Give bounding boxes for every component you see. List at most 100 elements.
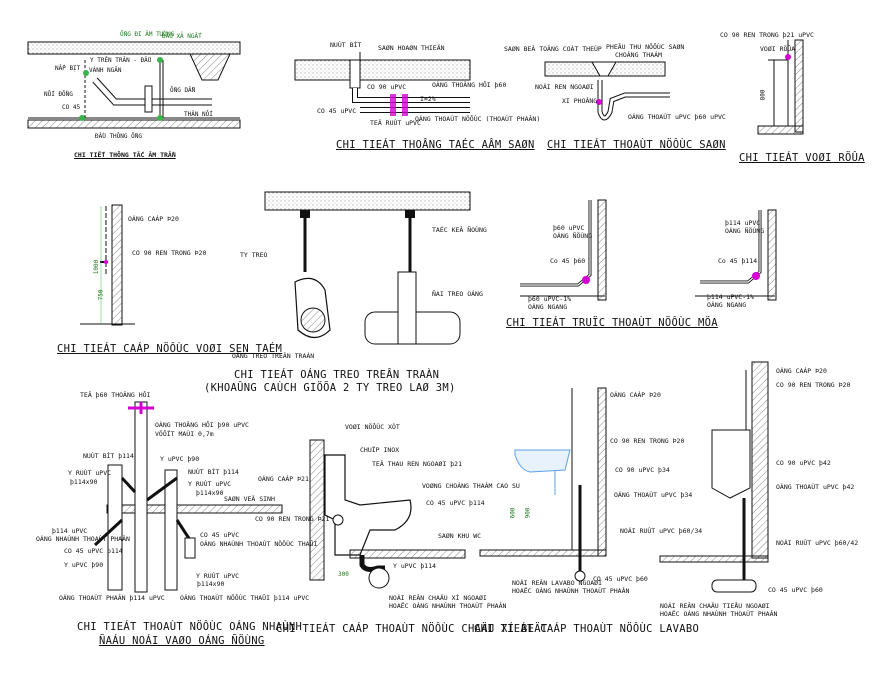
standpipe-label-20: OÁNG THOAÙT NÖÔÙC THAÛI þ114 uPVC [180, 594, 310, 602]
detail-floor-cleanout [294, 52, 471, 116]
drain-label-3: NOÁI REN NGOAØI [535, 83, 594, 91]
cleanout-label-5: I=2% [420, 95, 436, 103]
urinal-label-5: CO 45 uPVC þ60 [768, 586, 823, 594]
detail-ceiling-pipe [27, 41, 241, 129]
ceiling-label-2: NẮP BỊT [55, 65, 81, 72]
detail-lavabo [479, 387, 607, 582]
lavabo-label-2: CO 90 uPVC þ34 [615, 466, 670, 474]
cleanout-label-4: CO 45 uPVC [317, 107, 357, 115]
toilet-label-6: CO 45 uPVC þ114 [426, 499, 485, 507]
faucet-label-2: 800 [759, 89, 767, 101]
detail-vertical-drain [520, 199, 777, 301]
cleanout-label-7: OÁNG THOAÙT NÖÔÙC (THOAÙT PHAÂN) [415, 115, 541, 123]
standpipe-label-14: Y uPVC þ90 [64, 561, 104, 569]
drain-label-0: SAØN BEÂ TOÂNG COÁT THEÙP [504, 45, 602, 53]
toilet-label-10: HOAËC OÁNG NHAÙNH THOAÙT PHAÂN [389, 602, 507, 610]
standpipe-label-18: þ114x90 [197, 580, 225, 588]
drain-label-2: CHOÁNG THAÁM [615, 51, 662, 59]
standpipe-label-1: OÁNG THOÂNG HÔI þ90 uPVC [155, 421, 249, 429]
standpipe-label-0: TEÂ þ60 THOÂNG HÔI [80, 391, 151, 399]
vdrain-label-2: Co 45 þ60 [550, 257, 586, 265]
toilet-label-1: CHUÏP INOX [360, 446, 400, 454]
ceiling-label-8: THÂN NỐI [184, 111, 213, 118]
standpipe-label-7: NUÙT BÍT þ114 [188, 468, 239, 476]
vdrain-label-7: Co 45 þ114 [718, 257, 758, 265]
ceiling-label-6: CO 45 [62, 104, 81, 111]
lavabo-label-5: CO 45 uPVC þ60 [593, 575, 648, 583]
shower-label-1: CO 90 REN TRONG Þ20 [132, 249, 207, 257]
lavabo-label-1: CO 90 REN TRONG Þ20 [610, 437, 685, 445]
lavabo-label-3: OÁNG THOAÙT uPVC þ34 [614, 491, 693, 499]
shower-title: CHI TIEÁT CAÁP NÖÔÙC VOØI SEN TAÉM [57, 343, 283, 355]
urinal-label-3: OÁNG THOAÙT uPVC þ42 [776, 483, 855, 491]
lavabo-label-0: OÁNG CAÁP Þ20 [610, 391, 661, 399]
lavabo-label-6: NOÁI REÂN LAVABO NGOAØI [512, 579, 603, 587]
cleanout-title: CHI TIEÁT THOÂNG TAÉC AÂM SAØN [336, 139, 535, 151]
cleanout-label-0: NUÙT BÍT [330, 41, 362, 49]
drain-label-5: OÁNG THOAÙT uPVC þ60 uPVC [628, 113, 726, 121]
standpipe-label-10: SAØN VEÄ SINH [224, 495, 275, 503]
toilet-label-9: NOÁI REÂN CHAÄU XÍ NGOAØI [389, 594, 487, 602]
urinal-label-0: OÁNG CAÁP Þ20 [776, 367, 827, 375]
standpipe-label-4: Y uPVC þ90 [160, 455, 200, 463]
cleanout-label-6: TEÂ RUÙT uPVC [370, 119, 421, 127]
toilet-label-8: Y uPVC þ114 [393, 562, 437, 570]
urinal-label-1: CO 90 REN TRONG Þ20 [776, 381, 851, 389]
toilet-label-11: 300 [338, 571, 349, 578]
drain-label-1: PHEÃU THU NÖÔÙC SAØN [606, 43, 685, 51]
urinal-label-6: NOÁI REÂN CHAÄU TIEÅU NGOAØI [660, 602, 770, 610]
vdrain-label-4: OÁNG NGANG [528, 303, 568, 311]
detail-urinal [659, 361, 769, 593]
ceiling-label-1: ĐẦU XẢ NGẮT [162, 33, 202, 40]
vdrain-label-5: þ114 uPVC [725, 219, 761, 227]
lavabo-label-9: 900 [524, 507, 532, 519]
standpipe-subtitle: ÑAÁU NOÁI VAØO OÁNG ÑÖÙNG [99, 635, 265, 647]
ceiling-title: CHI TIẾT THÔNG TẮC ÂM TRẦN [74, 151, 176, 159]
hanger-label-2: ÑAI TREO OÁNG [432, 290, 483, 298]
vdrain-label-3: þ60 uPVC-1% [528, 295, 572, 303]
toilet-label-7: SAØN KHU WC [438, 532, 482, 540]
standpipe-label-16: OÁNG NHAÙNH THOAÙT NÖÔÙC THAÛI [200, 540, 318, 548]
vdrain-title: CHI TIEÁT TRUÏC THOAÙT NÖÔÙC MÖA [506, 317, 718, 329]
toilet-title: CHI TIEÁT CAÁP THOAÙT NÖÔÙC CHAÄU XÍ BEÄ… [276, 623, 548, 635]
lavabo-title: CHI TIEÁT CAÁP THOAÙT NÖÔÙC LAVABO [474, 623, 700, 635]
shower-label-3: 750 [97, 289, 105, 301]
detail-wash-faucet [757, 39, 804, 135]
hanger-label-3: OÁNG TREO TREÂN TRAÀN [232, 352, 315, 360]
standpipe-label-15: CO 45 uPVC [200, 531, 240, 539]
detail-shower-supply [80, 204, 135, 326]
standpipe-label-19: OÁNG THOAÙT PHAÂN þ114 uPVC [59, 594, 165, 602]
ceiling-label-9: ĐẦU THÔNG ỐNG [95, 133, 142, 140]
ceiling-label-0: ỐNG ĐI ÂM TƯỜNG [120, 31, 175, 38]
detail-pipe-hanger [264, 191, 471, 345]
standpipe-label-3: NUÙT BÍT þ114 [83, 452, 134, 460]
cleanout-label-1: SAØN HOAØN THIEÄN [378, 44, 445, 52]
toilet-label-2: TEÂ THAU REN NGOAØI þ21 [372, 460, 463, 468]
toilet-label-3: OÁNG CAÁP Þ21 [258, 475, 309, 483]
cleanout-label-2: CO 90 uPVC [367, 83, 407, 91]
hanger-subtitle: (KHOAÛNG CAÙCH GIÖÕA 2 TY TREO LAØ 3M) [204, 382, 456, 394]
shower-label-0: OÁNG CAÁP Þ20 [128, 215, 179, 223]
standpipe-label-17: Y RUÙT uPVC [196, 572, 240, 580]
ceiling-label-7: ỐNG DẪN [170, 87, 196, 94]
urinal-label-4: NOÁI RUÙT uPVC þ60/42 [776, 539, 859, 547]
standpipe-title: CHI TIEÁT THOAÙT NÖÔÙC OÁNG NHAÙNH [77, 621, 303, 633]
drain-title: CHI TIEÁT THOAÙT NÖÔÙC SAØN [547, 139, 726, 151]
vdrain-label-8: þ114 uPVC-1% [707, 293, 754, 301]
ceiling-label-5: NỐI ĐỒNG [44, 91, 73, 98]
shower-label-2: 1000 [93, 259, 101, 275]
standpipe-label-8: Y RUÙT uPVC [188, 480, 232, 488]
faucet-label-0: CO 90 REN TRONG þ21 uPVC [720, 31, 814, 39]
standpipe-label-12: OÁNG NHAÙNH THOAÙT PHAÂN [36, 535, 130, 543]
vdrain-label-9: OÁNG NGANG [707, 301, 747, 309]
urinal-label-2: CO 90 uPVC þ42 [776, 459, 831, 467]
cleanout-label-3: OÁNG THOÂNG HÔI þ60 [432, 81, 507, 89]
ceiling-label-3: Y TRÊN TRÂN - ĐẤU [90, 57, 152, 64]
standpipe-label-9: þ114x90 [196, 489, 224, 497]
faucet-label-1: VOØI RÖÛA [760, 45, 796, 53]
detail-floor-drain [544, 61, 670, 121]
toilet-label-0: VOØI NÖÔÙC XÒT [345, 423, 400, 431]
toilet-label-4: VOØNG CHOÁNG THAÁM CAO SU [422, 482, 520, 490]
vdrain-label-1: OÁNG ÑÖÙNG [553, 232, 593, 240]
